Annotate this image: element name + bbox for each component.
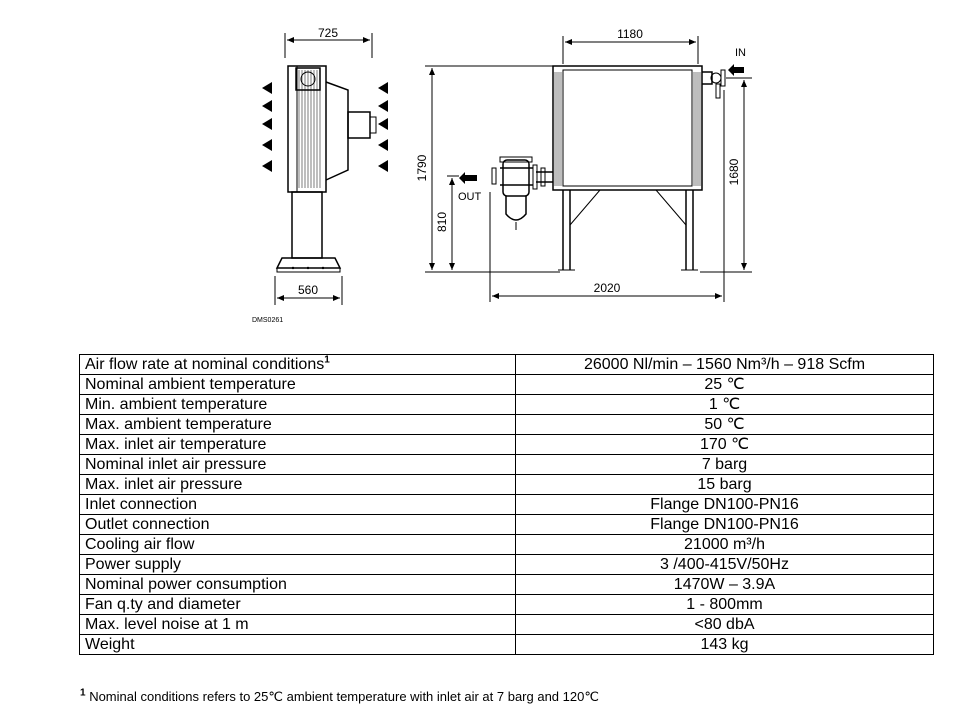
table-row: Fan q.ty and diameter 1 - 800mm <box>79 594 934 615</box>
spec-value: 15 barg <box>515 474 934 495</box>
spec-label: Nominal ambient temperature <box>79 374 516 395</box>
footnote-text: Nominal conditions refers to 25℃ ambient… <box>89 689 599 704</box>
table-row: Air flow rate at nominal conditions1 260… <box>79 354 934 375</box>
spec-value: 1 - 800mm <box>515 594 934 615</box>
spec-value: 170 ℃ <box>515 434 934 455</box>
spec-value: Flange DN100-PN16 <box>515 494 934 515</box>
spec-label: Nominal power consumption <box>79 574 516 595</box>
outlet-arrow-icon <box>459 172 477 184</box>
front-fins-left <box>554 72 562 186</box>
spec-label: Air flow rate at nominal conditions1 <box>79 354 516 375</box>
label-out: OUT <box>458 191 482 203</box>
side-view: 725 <box>252 26 388 324</box>
spec-label: Weight <box>79 634 516 655</box>
dim-base-side: 560 <box>298 283 318 297</box>
spec-value: <80 dbA <box>515 614 934 635</box>
table-row: Max. inlet air pressure 15 barg <box>79 474 934 495</box>
spec-label: Max. inlet air temperature <box>79 434 516 455</box>
inlet-arrow-icon <box>728 64 744 76</box>
spec-label: Nominal inlet air pressure <box>79 454 516 475</box>
spec-label: Max. ambient temperature <box>79 414 516 435</box>
spec-label: Inlet connection <box>79 494 516 515</box>
spec-value: Flange DN100-PN16 <box>515 514 934 535</box>
spec-value: 7 barg <box>515 454 934 475</box>
dim-length-bottom: 2020 <box>594 281 621 295</box>
spec-label: Max. level noise at 1 m <box>79 614 516 635</box>
spec-label: Outlet connection <box>79 514 516 535</box>
spec-label: Power supply <box>79 554 516 575</box>
table-row: Inlet connection Flange DN100-PN16 <box>79 494 934 515</box>
spec-value: 25 ℃ <box>515 374 934 395</box>
dim-width-side: 725 <box>318 26 338 40</box>
table-row: Max. level noise at 1 m <80 dbA <box>79 614 934 635</box>
drawing-code: DMS0261 <box>252 317 283 324</box>
spec-label: Max. inlet air pressure <box>79 474 516 495</box>
table-row: Max. ambient temperature 50 ℃ <box>79 414 934 435</box>
spec-label: Cooling air flow <box>79 534 516 555</box>
table-row: Weight 143 kg <box>79 634 934 655</box>
spec-label: Fan q.ty and diameter <box>79 594 516 615</box>
spec-label: Min. ambient temperature <box>79 394 516 415</box>
table-row: Outlet connection Flange DN100-PN16 <box>79 514 934 535</box>
spec-value: 26000 Nl/min – 1560 Nm³/h – 918 Scfm <box>515 354 934 375</box>
footnote-marker: 1 <box>80 687 86 699</box>
table-row: Power supply 3 /400-415V/50Hz <box>79 554 934 575</box>
footnote: 1 Nominal conditions refers to 25℃ ambie… <box>80 687 599 705</box>
dim-height-outlet: 810 <box>435 212 449 232</box>
spec-table: Air flow rate at nominal conditions1 260… <box>79 354 934 655</box>
spec-value: 50 ℃ <box>515 414 934 435</box>
table-row: Cooling air flow 21000 m³/h <box>79 534 934 555</box>
airflow-arrow-icons-right <box>378 82 388 172</box>
spec-value: 1470W – 3.9A <box>515 574 934 595</box>
table-row: Max. inlet air temperature 170 ℃ <box>79 434 934 455</box>
table-row: Nominal power consumption 1470W – 3.9A <box>79 574 934 595</box>
footnote-ref: 1 <box>324 354 330 366</box>
dim-length-top: 1180 <box>617 27 643 41</box>
airflow-arrow-icons-left <box>262 82 272 172</box>
dim-height-cooler: 1680 <box>727 158 741 185</box>
spec-value: 1 ℃ <box>515 394 934 415</box>
dim-height-total: 1790 <box>415 154 429 181</box>
spec-value: 143 kg <box>515 634 934 655</box>
table-row: Min. ambient temperature 1 ℃ <box>79 394 934 415</box>
front-view: 1180 IN OUT <box>415 27 752 302</box>
table-row: Nominal inlet air pressure 7 barg <box>79 454 934 475</box>
label-in: IN <box>735 47 746 59</box>
spec-value: 3 /400-415V/50Hz <box>515 554 934 575</box>
side-fins <box>298 70 321 188</box>
technical-drawing: 725 <box>252 26 752 324</box>
front-fins-right <box>693 72 701 186</box>
spec-value: 21000 m³/h <box>515 534 934 555</box>
table-row: Nominal ambient temperature 25 ℃ <box>79 374 934 395</box>
